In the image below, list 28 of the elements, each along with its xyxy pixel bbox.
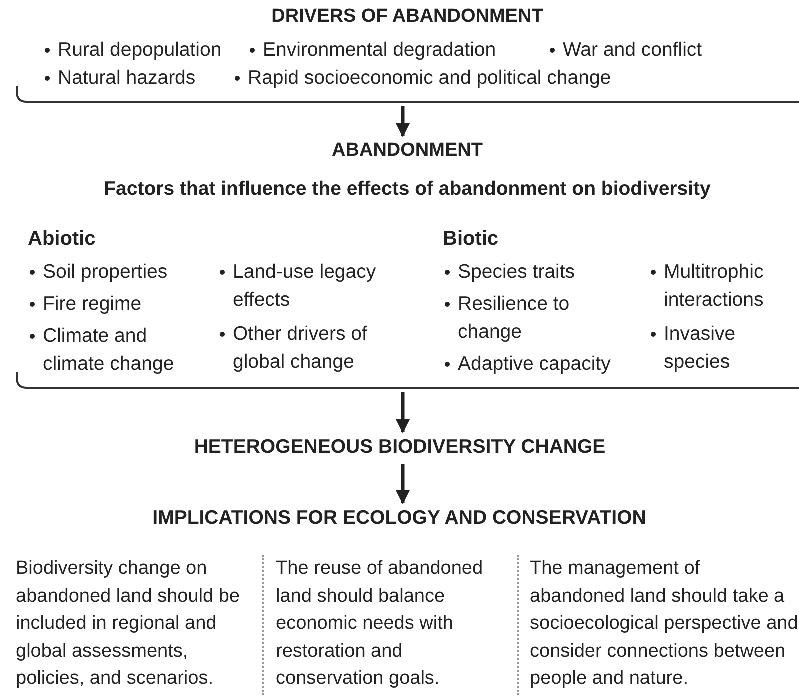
bullet-item: Species traits [443, 258, 633, 286]
subheading: Factors that influence the effects of abandonment on biodiversity [103, 178, 712, 201]
heading: IMPLICATIONS FOR ECOLOGY AND CONSERVATION [152, 507, 648, 530]
arrow [396, 106, 410, 138]
bullet-item: Multitrophic interactions [649, 258, 789, 314]
bullet-item: Rural depopulation [43, 36, 222, 64]
bullet-item: Natural hazards [43, 64, 196, 92]
bullet-item: Environmental degradation [248, 36, 496, 64]
paragraph: The management of abandoned land should take a socioecological perspective and consider connections between people and nature. [530, 557, 799, 691]
arrow [396, 464, 410, 504]
bullet-item: Land-use legacy effects [218, 258, 388, 314]
bullet-item: Invasive species [649, 320, 789, 376]
bullet-item: Climate and climate change [28, 322, 180, 378]
group-heading: Biotic [443, 228, 499, 251]
bullet-item: Fire regime [28, 290, 180, 318]
bullet-item: Rapid socioeconomic and political change [233, 64, 612, 92]
bullet-item: Other drivers of global change [218, 320, 388, 376]
heading: DRIVERS OF ABANDONMENT [270, 6, 544, 28]
bullet-item: Soil properties [28, 258, 180, 286]
heading: ABANDONMENT [331, 140, 484, 162]
heading: HETEROGENEOUS BIODIVERSITY CHANGE [193, 436, 607, 459]
bullet-item: Resilience to change [443, 290, 633, 346]
bullet-item: Adaptive capacity [443, 350, 633, 378]
arrow [396, 392, 410, 434]
group-heading: Abiotic [28, 228, 96, 251]
bullet-item: War and conflict [548, 36, 702, 64]
paragraph: The reuse of abandoned land should balance economic needs with restoration and conservation goals. [276, 557, 484, 691]
paragraph: Biodiversity change on abandoned land should be included in regional and global assessments, policies, and scenarios. [16, 557, 241, 691]
